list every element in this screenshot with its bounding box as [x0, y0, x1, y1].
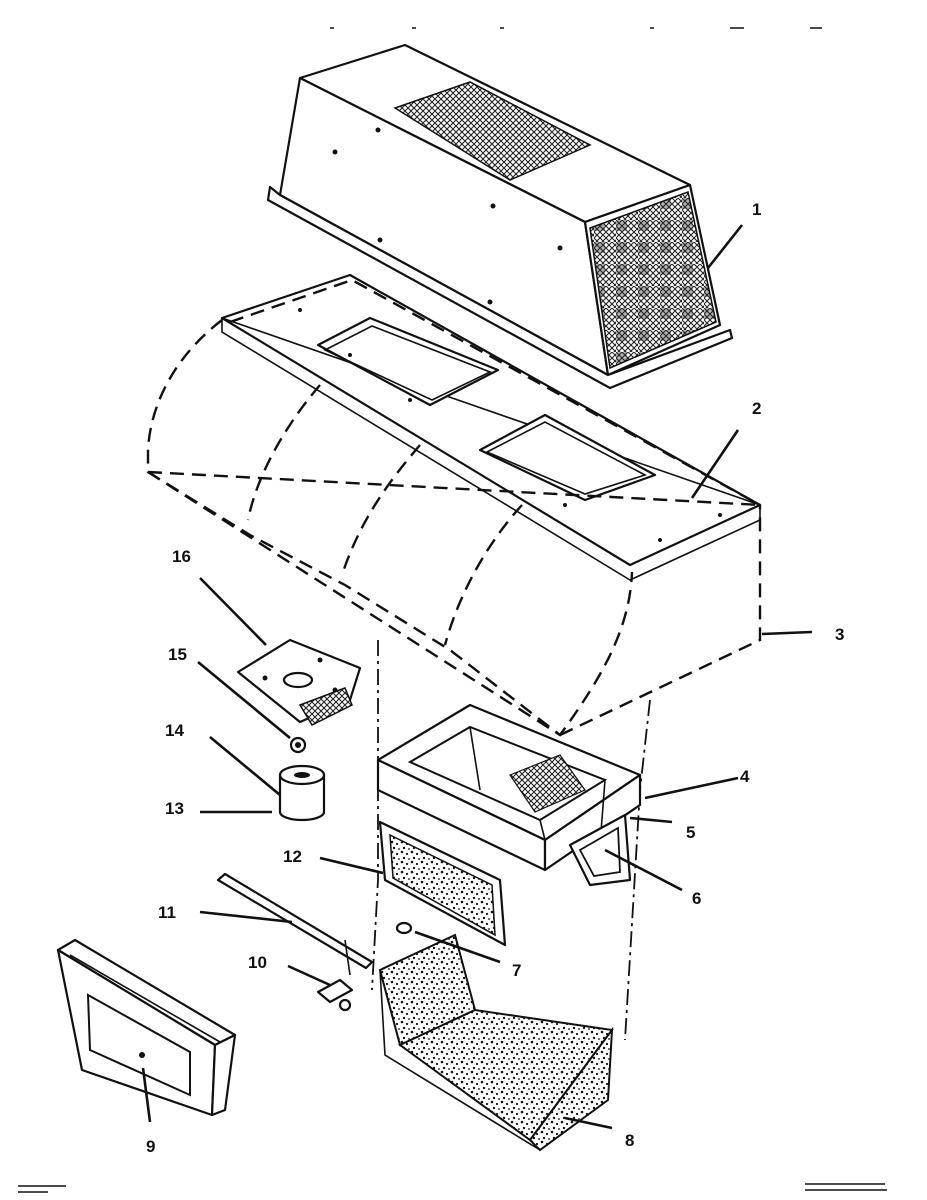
callout-4: 4: [740, 767, 750, 786]
callout-5: 5: [686, 823, 695, 842]
callout-10: 10: [248, 953, 267, 972]
part-10-switch: [316, 939, 354, 1012]
part-3-canopy-hood: [146, 319, 762, 737]
part-2-top-panel: [220, 273, 762, 581]
callout-1: 1: [752, 200, 761, 219]
part-16-motor-plate: [236, 638, 362, 726]
callout-numbers: 1 2 3 4 5 6 7 8 9 10 11 12 13 14 15 16: [146, 200, 844, 1156]
callout-2: 2: [752, 399, 761, 418]
part-12-grease-filter: [378, 820, 507, 947]
part-11-rail: [216, 872, 374, 970]
part-15-nut: [289, 736, 307, 754]
callout-16: 16: [172, 547, 191, 566]
footer-fine-print: [18, 1183, 887, 1193]
callout-3: 3: [835, 625, 844, 644]
leader-lines: [141, 224, 813, 1130]
part-7-knob: [395, 921, 413, 935]
part-1-blower-housing: [266, 43, 734, 390]
part-6-baffle: [568, 813, 632, 887]
callout-12: 12: [283, 847, 302, 866]
callout-9: 9: [146, 1137, 155, 1156]
callout-6: 6: [692, 889, 701, 908]
callout-7: 7: [512, 961, 521, 980]
part-13-motor: [278, 764, 326, 822]
part-4-filter-frame: [376, 703, 642, 872]
callout-11: 11: [158, 903, 176, 922]
part-9-front-panel: [56, 938, 237, 1117]
callout-8: 8: [625, 1131, 634, 1150]
callout-13: 13: [165, 799, 184, 818]
callout-14: 14: [165, 721, 184, 740]
part-8-filter-tray: [378, 933, 614, 1152]
callout-15: 15: [168, 645, 187, 664]
